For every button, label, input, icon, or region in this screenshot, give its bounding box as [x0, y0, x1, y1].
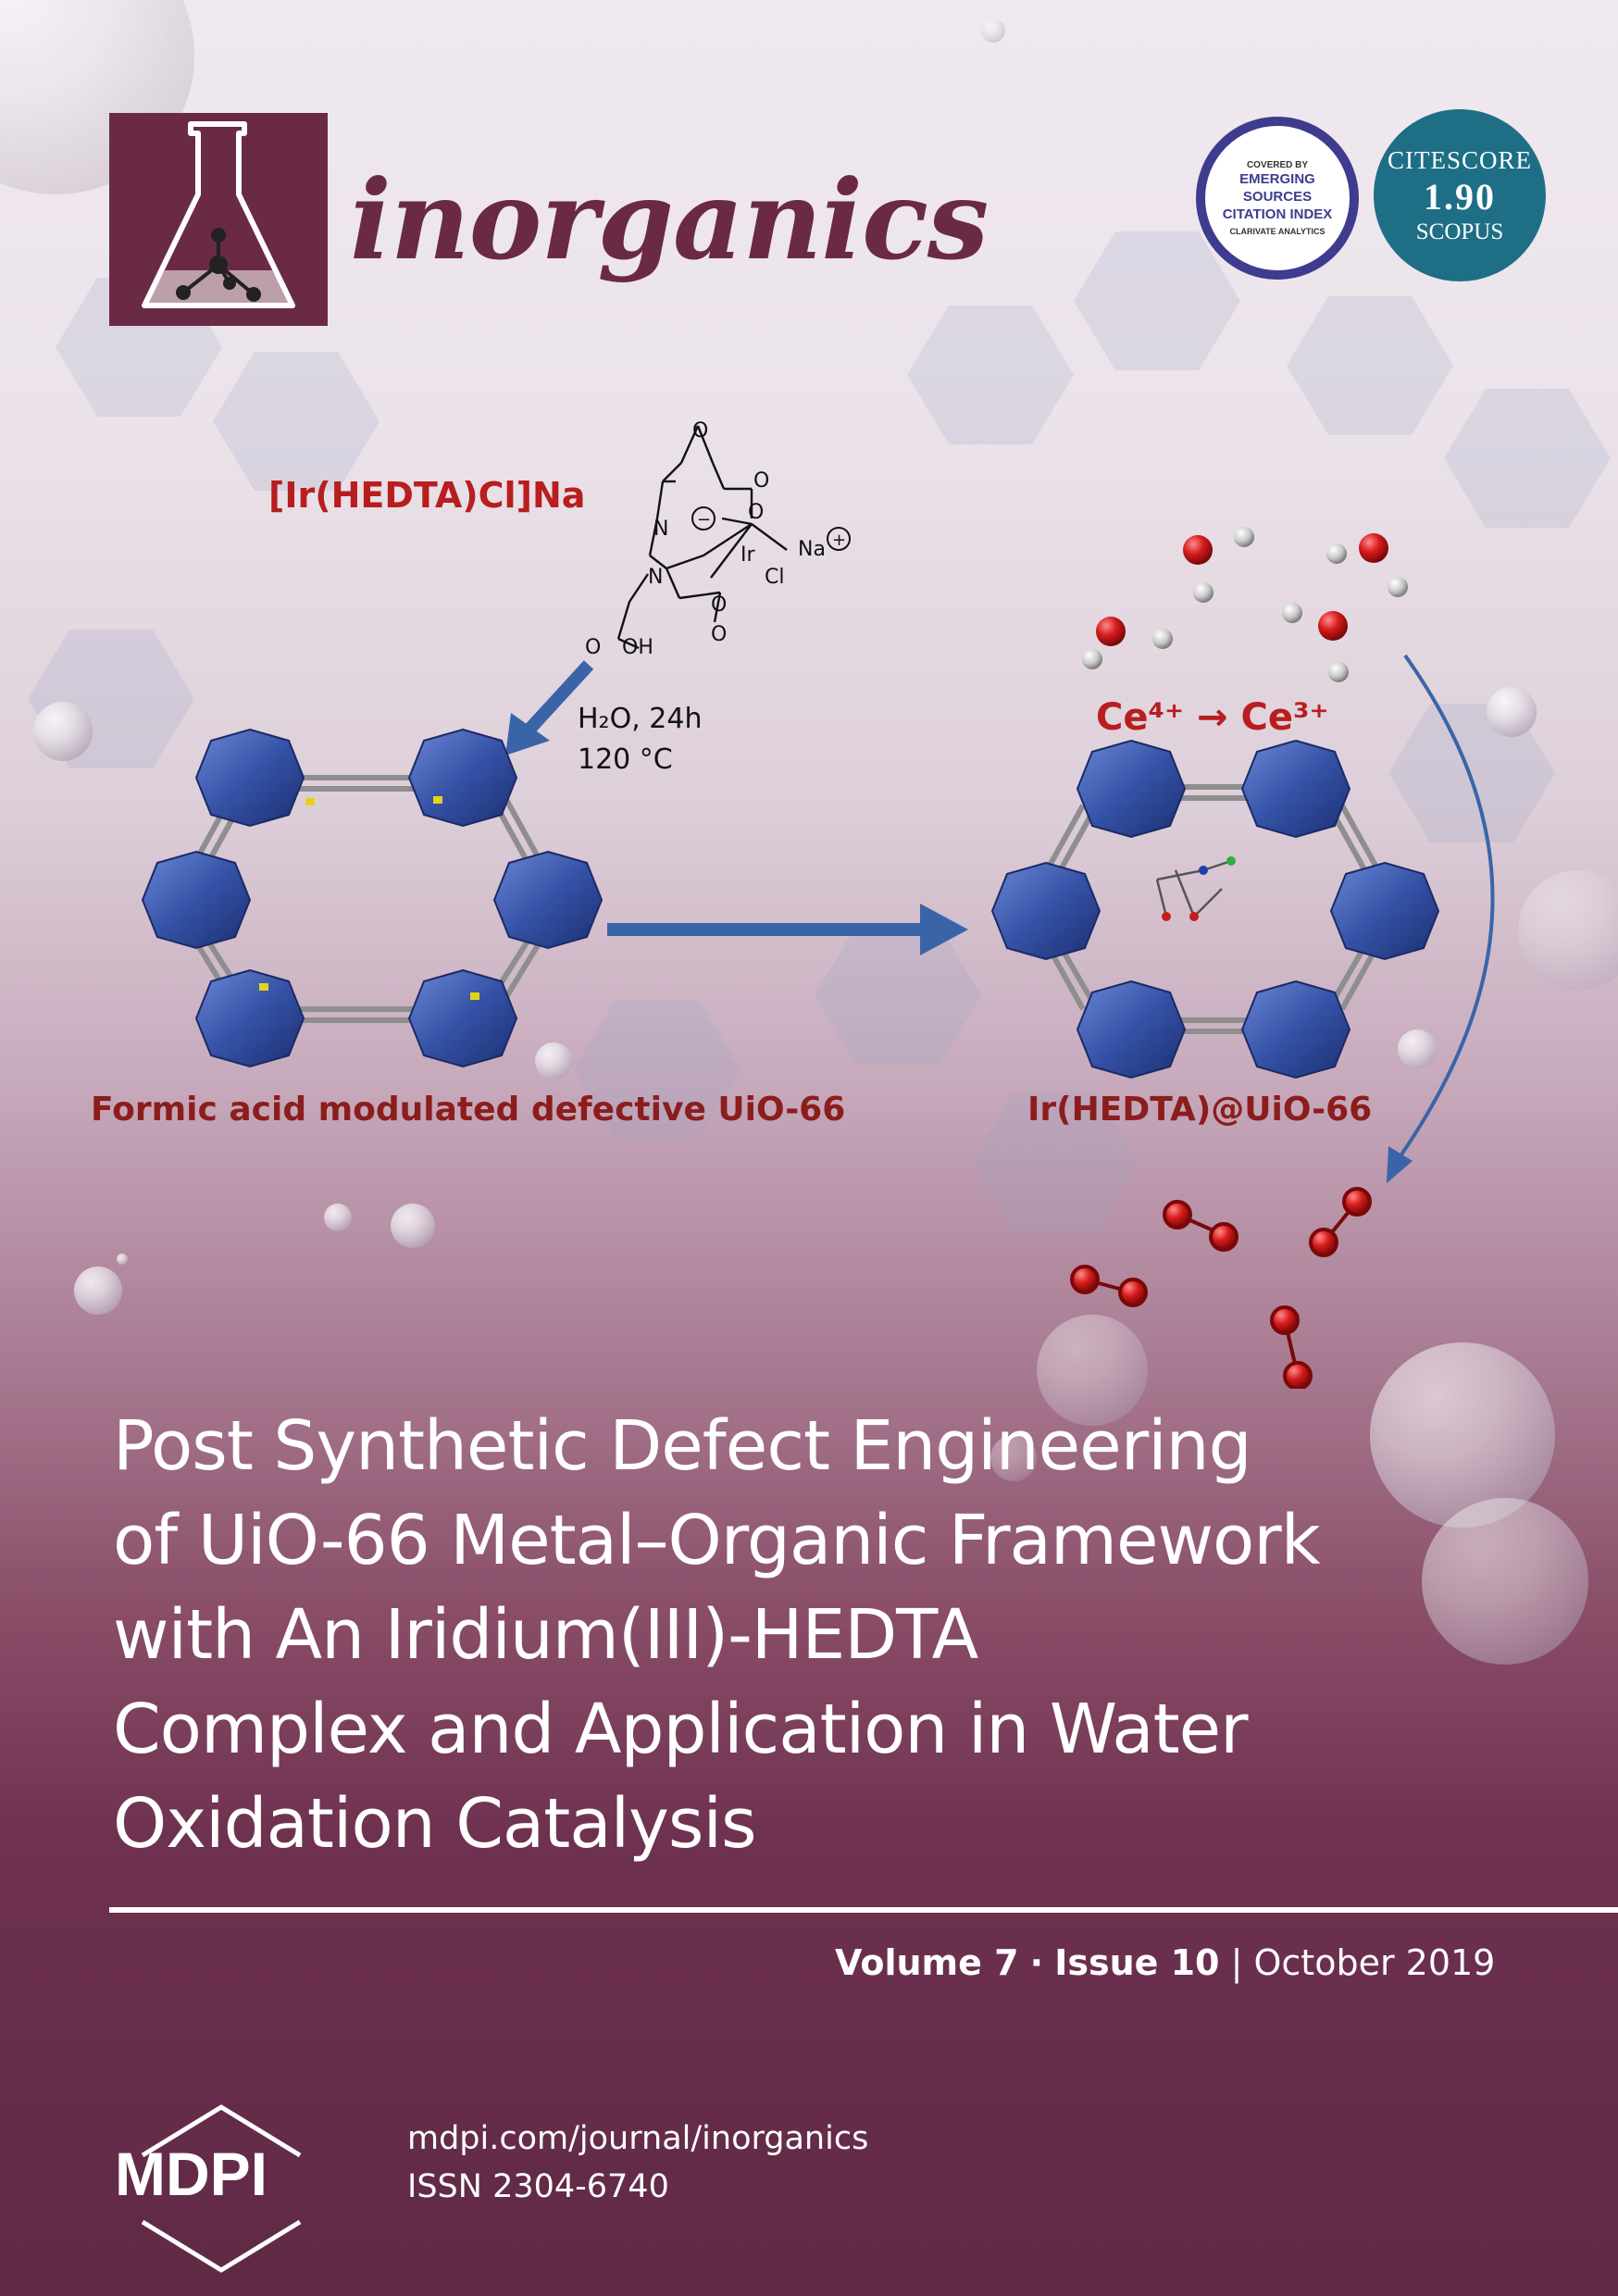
svg-text:O: O	[585, 636, 601, 659]
diagonal-arrow	[505, 660, 594, 755]
bg-hexagon	[907, 306, 1074, 444]
sodium-label: Na	[798, 538, 826, 561]
chloride-label: Cl	[765, 566, 784, 589]
bubble-decoration	[33, 702, 93, 761]
issue-date: October 2019	[1253, 1942, 1496, 1983]
bg-hexagon	[1074, 231, 1240, 370]
title-line: of UiO-66 Metal–Organic Framework	[113, 1501, 1321, 1580]
title-line: Complex and Application in Water	[113, 1690, 1249, 1769]
esci-top-text: COVERED BY	[1246, 160, 1309, 170]
bg-hexagon	[1287, 296, 1453, 435]
bubble-decoration	[990, 1435, 1037, 1481]
bubble-decoration	[1422, 1498, 1588, 1665]
esci-line1: EMERGING	[1239, 171, 1315, 187]
bubble-decoration	[74, 1267, 122, 1315]
bubble-decoration	[535, 1042, 572, 1079]
citescore-badge: CITESCORE 1.90 SCOPUS	[1374, 109, 1546, 281]
flask-icon	[142, 121, 295, 308]
issn-text: ISSN 2304-6740	[407, 2168, 669, 2205]
bg-hexagon	[213, 352, 380, 491]
left-caption: Formic acid modulated defective UiO-66	[91, 1091, 845, 1129]
conditions-line2: 120 °C	[578, 743, 673, 776]
hedta-structure	[616, 425, 788, 650]
bubble-decoration	[391, 1204, 435, 1248]
right-caption: Ir(HEDTA)@UiO-66	[1027, 1091, 1372, 1129]
redox-label: Ce⁴⁺ → Ce³⁺	[1096, 696, 1329, 739]
bg-hexagon	[815, 926, 981, 1065]
esci-line2: SOURCES	[1242, 189, 1313, 205]
conditions-line1: H₂O, 24h	[578, 703, 702, 735]
citescore-source: SCOPUS	[1415, 218, 1504, 244]
issue-info: Volume 7 · Issue 10 | October 2019	[835, 1942, 1495, 1983]
svg-text:N: N	[653, 518, 668, 541]
svg-text:−: −	[697, 510, 711, 530]
bubble-decoration	[981, 19, 1005, 43]
uio66-framework-left	[141, 728, 604, 1068]
iridium-label: Ir	[741, 543, 755, 567]
citescore-label: CITESCORE	[1387, 145, 1532, 174]
bubble-decoration	[324, 1204, 352, 1231]
title-line: with An Iridium(III)-HEDTA	[113, 1595, 978, 1675]
bubble-decoration	[1370, 1342, 1555, 1528]
svg-text:O: O	[711, 623, 727, 646]
journal-logo	[109, 113, 328, 326]
bubble-decoration	[1398, 1029, 1437, 1068]
title-line: Post Synthetic Defect Engineering	[113, 1406, 1252, 1486]
bg-hexagon	[972, 1092, 1139, 1231]
esci-bottom-text: CLARIVATE ANALYTICS	[1229, 227, 1326, 236]
svg-text:+: +	[832, 530, 846, 550]
svg-text:O: O	[753, 469, 769, 493]
bubble-decoration	[1037, 1315, 1148, 1426]
curved-arrow	[1387, 654, 1495, 1183]
mdpi-logo-icon	[141, 2104, 302, 2273]
bubble-decoration	[117, 1254, 128, 1265]
svg-text:N: N	[648, 566, 663, 589]
volume-text: Volume 7	[835, 1942, 1019, 1983]
bubble-decoration	[1487, 687, 1537, 737]
svg-text:O: O	[748, 501, 764, 524]
title-line: Oxidation Catalysis	[113, 1784, 757, 1864]
citescore-value: 1.90	[1424, 175, 1496, 218]
water-molecules	[1082, 527, 1408, 682]
issue-number: Issue 10	[1054, 1942, 1220, 1983]
publisher-name: MDPI	[115, 2140, 268, 2208]
svg-text:O: O	[711, 593, 727, 617]
bg-hexagon	[574, 1000, 741, 1139]
issue-separator: ·	[1029, 1942, 1044, 1983]
complex-label: [Ir(HEDTA)Cl]Na	[268, 475, 585, 516]
uio66-framework-right	[990, 739, 1440, 1079]
esci-line3: CITATION INDEX	[1222, 206, 1333, 222]
journal-url[interactable]: mdpi.com/journal/inorganics	[407, 2120, 869, 2157]
oxygen-molecules	[1070, 1187, 1372, 1389]
scheme-graphic: O O O N N O O O OH Ir Cl − Na + [Ir(HEDT…	[91, 419, 1495, 1389]
bubble-decoration	[1518, 870, 1618, 991]
svg-text:O: O	[692, 419, 708, 443]
reaction-arrow	[607, 904, 968, 955]
divider-rule	[109, 1907, 1618, 1913]
acid-label: OH	[622, 636, 653, 659]
issue-divider: |	[1230, 1942, 1243, 1983]
journal-name: inorganics	[350, 156, 989, 284]
esci-badge: COVERED BY EMERGING SOURCES CITATION IND…	[1196, 117, 1359, 280]
bg-hexagon	[1444, 389, 1611, 528]
